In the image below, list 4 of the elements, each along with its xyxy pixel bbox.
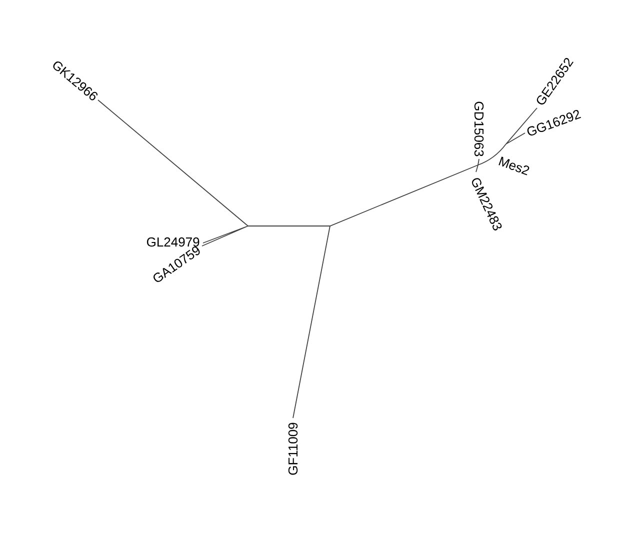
leaf-label: GD15063 [474, 102, 484, 156]
leaf-label: Mes2 [498, 156, 530, 176]
leaf-label: GF11009 [288, 422, 298, 475]
leaf-label: GL24979 [146, 237, 200, 247]
